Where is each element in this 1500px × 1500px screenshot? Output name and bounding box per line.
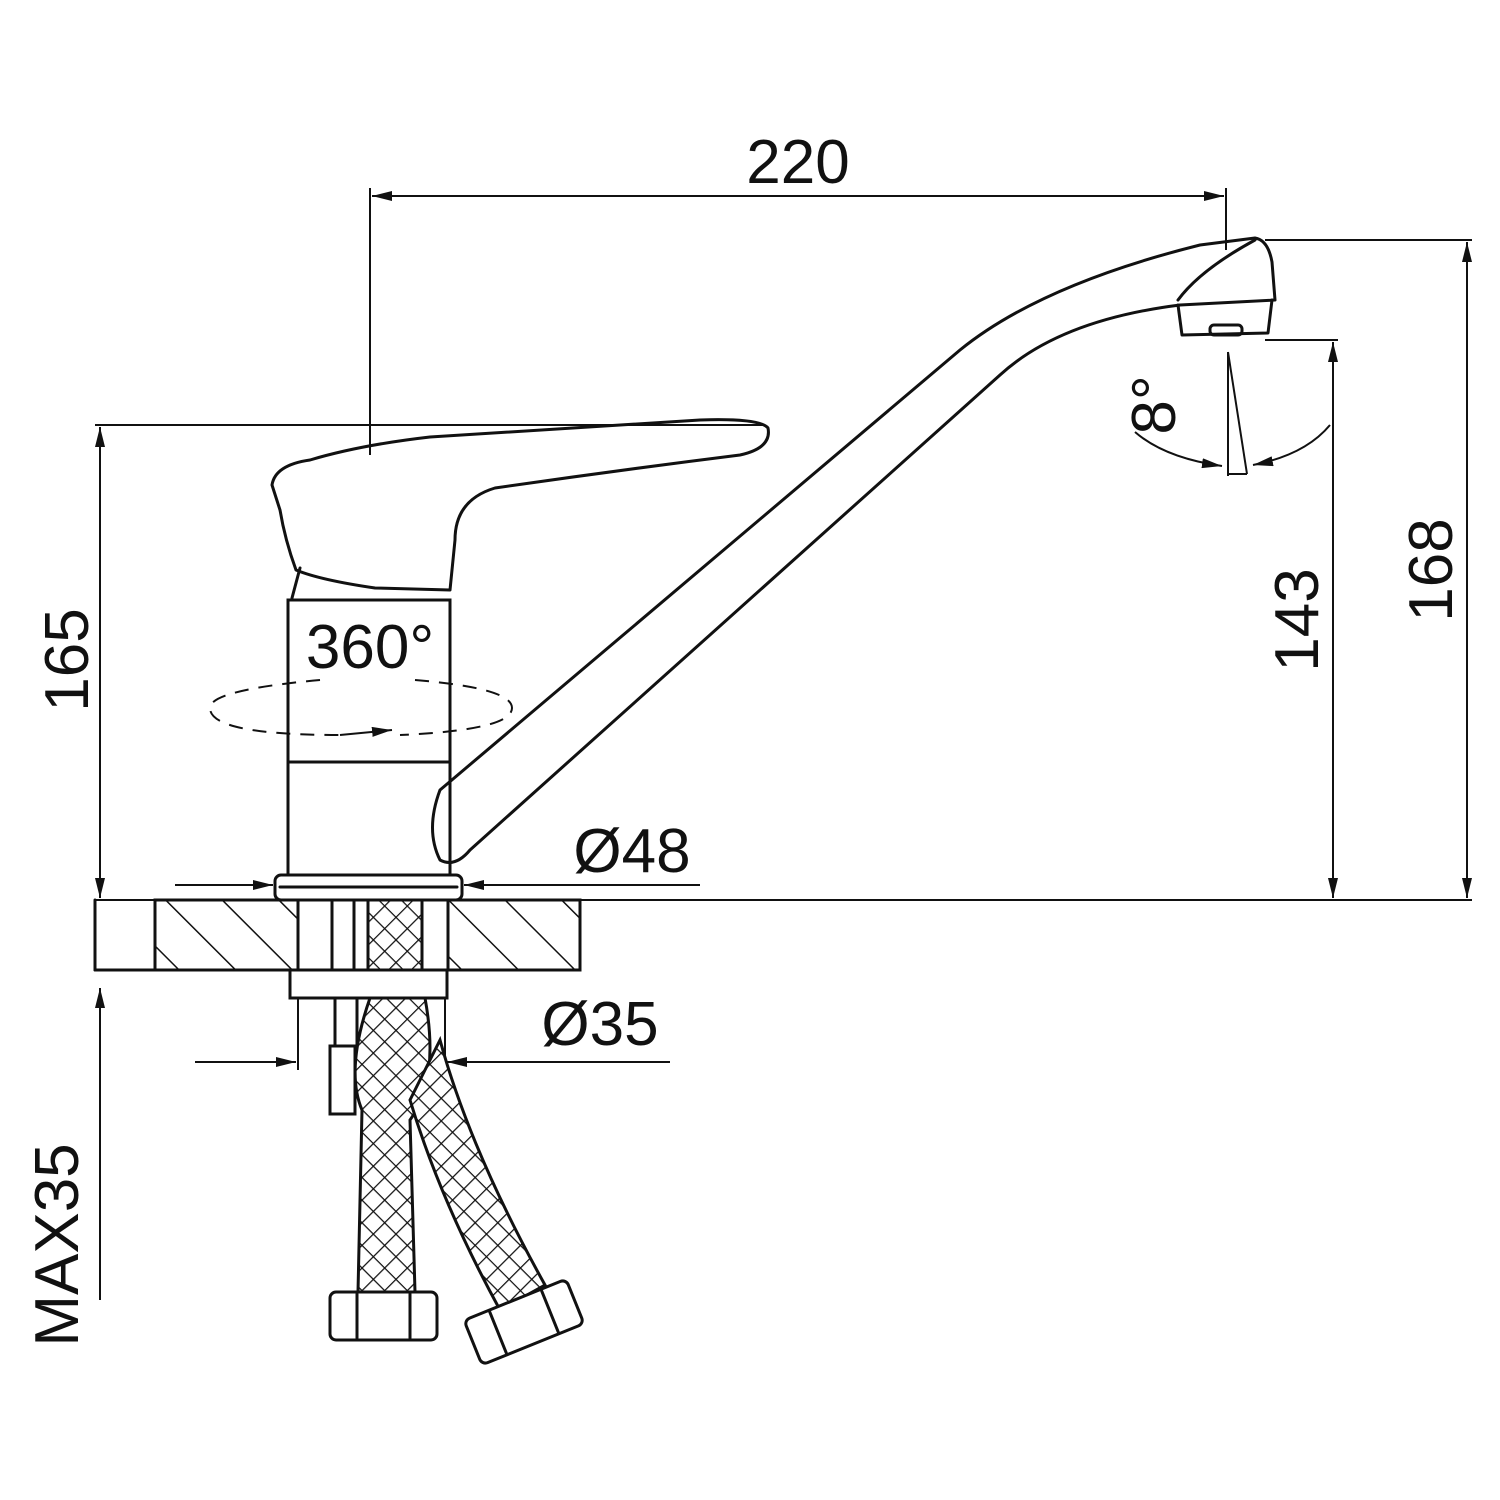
dimension-label-165: 165 <box>33 608 102 711</box>
supply-hoses <box>328 996 584 1365</box>
handle-edge <box>290 566 302 600</box>
mounting-stud <box>328 996 359 1116</box>
dimension-max35: MAX35 <box>23 988 105 1347</box>
hose-nut-right <box>464 1279 584 1365</box>
dimension-168: 168 <box>1265 239 1472 898</box>
dimension-143: 143 <box>1263 339 1338 898</box>
dimension-label-360: 360° <box>306 613 434 682</box>
countertop <box>93 898 1472 1000</box>
dimension-label-48: Ø48 <box>573 817 690 886</box>
dimension-220: 220 <box>369 128 1227 455</box>
dimension-label-143: 143 <box>1263 568 1332 671</box>
dimension-label-8-degree: 8° <box>1120 375 1189 434</box>
dimension-label-168: 168 <box>1397 518 1466 621</box>
dimension-diameter-35: Ø35 <box>195 990 670 1070</box>
dimension-165: 165 <box>33 424 765 898</box>
aerator-outlet <box>1208 323 1244 337</box>
faucet-handle <box>270 418 770 592</box>
rotation-indicator: 360° <box>208 613 514 737</box>
dimension-8-degree: 8° <box>1120 351 1331 476</box>
faucet-spout <box>431 236 1277 864</box>
hose-nut-left <box>328 1290 439 1342</box>
dimension-label-220: 220 <box>746 128 849 197</box>
dimension-label-max35: MAX35 <box>23 1143 92 1346</box>
faucet-body <box>273 598 464 902</box>
aerator-edge <box>1176 238 1257 302</box>
dimension-label-35: Ø35 <box>541 990 658 1059</box>
dimension-diameter-48: Ø48 <box>175 817 700 890</box>
